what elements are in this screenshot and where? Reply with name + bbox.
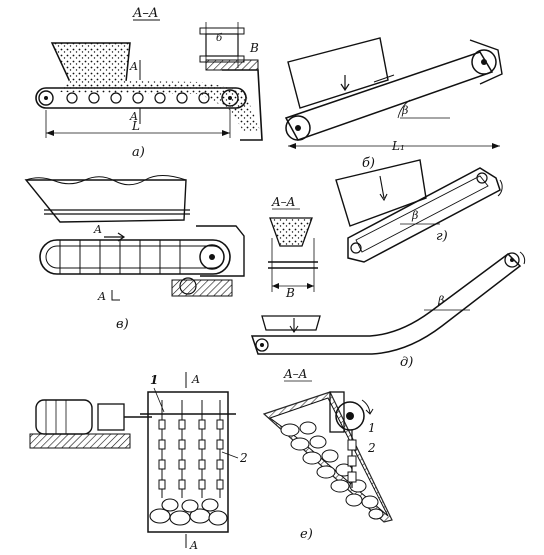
panel-a-section-title: A–A [132,6,158,21]
section-a-a-view-v: A–A B [268,195,318,300]
dimension-L1: L₁ [391,139,405,153]
hopper-v [24,179,187,223]
panel-g-label: г) [436,229,448,244]
section-mark-v-bottom: A [97,290,106,303]
ore-lumps [149,498,228,526]
apron-g [347,167,501,263]
panel-b-label: б) [362,156,375,171]
section-e-title: A–A [283,367,308,381]
callout-1-section: 1 [368,421,376,435]
drive-sprocket-v [199,244,225,270]
curved-belt-d [250,253,522,355]
hopper-d [261,315,321,331]
angle-beta-b: β [401,104,408,117]
panel-d-curved-conveyor: β д) [250,251,526,370]
angle-beta-g: β [411,209,418,222]
head-pulley-b [471,49,497,75]
section-mark-v-top: A [93,223,102,236]
panel-g-inclined-apron: β г) [335,159,503,263]
section-mark-e-bottom: A [189,539,198,552]
panel-d-label: д) [400,355,413,370]
chain-curtain-frame [147,391,229,533]
drive-base-v [171,279,233,297]
conveyor-belt [35,87,247,109]
panel-e-section-view: A–A 1 2 е) [262,367,393,542]
dimension-L: L [131,119,140,133]
belt-rollers [38,89,239,107]
panel-b-inclined-belt: β L₁ б) [284,37,503,171]
callout-2-e: 2 [239,451,248,465]
section-mark-a-top: A [129,60,138,73]
panel-v-apron-feeder: A A A–A B в) [24,175,318,332]
apron-chain-v [39,239,231,275]
drive-motor-e [29,399,152,449]
hopper-b [287,37,389,109]
angle-beta-d: β [437,294,444,307]
panel-a-label: а) [132,145,145,160]
tail-pulley-b [285,115,311,141]
panel-a-belt-feeder: A–A A A L [35,6,263,160]
section-a-width-label: б [216,33,223,44]
hopper-g [335,159,427,227]
inclined-belt-b [284,51,494,141]
callout-1-e: 1 [150,373,158,387]
section-mark-e-top: A [191,373,200,386]
dimension-B-v: B [285,286,295,300]
hopper [50,42,131,83]
apron-pans [59,240,181,274]
drive-drum-e [335,401,365,431]
ore-lumps-section [280,421,384,520]
section-v-title: A–A [271,195,296,209]
dimension-B-a: B [249,41,259,55]
section-mark-a-bottom: A [129,110,138,123]
panel-v-label: в) [116,317,129,332]
hanging-chains [158,400,224,498]
panel-e-chain-feeder: A A 1 2 [29,372,248,552]
panel-e-label: е) [300,527,313,542]
section-a-a-view: б B [199,22,259,68]
callout-2-section: 2 [367,441,376,455]
